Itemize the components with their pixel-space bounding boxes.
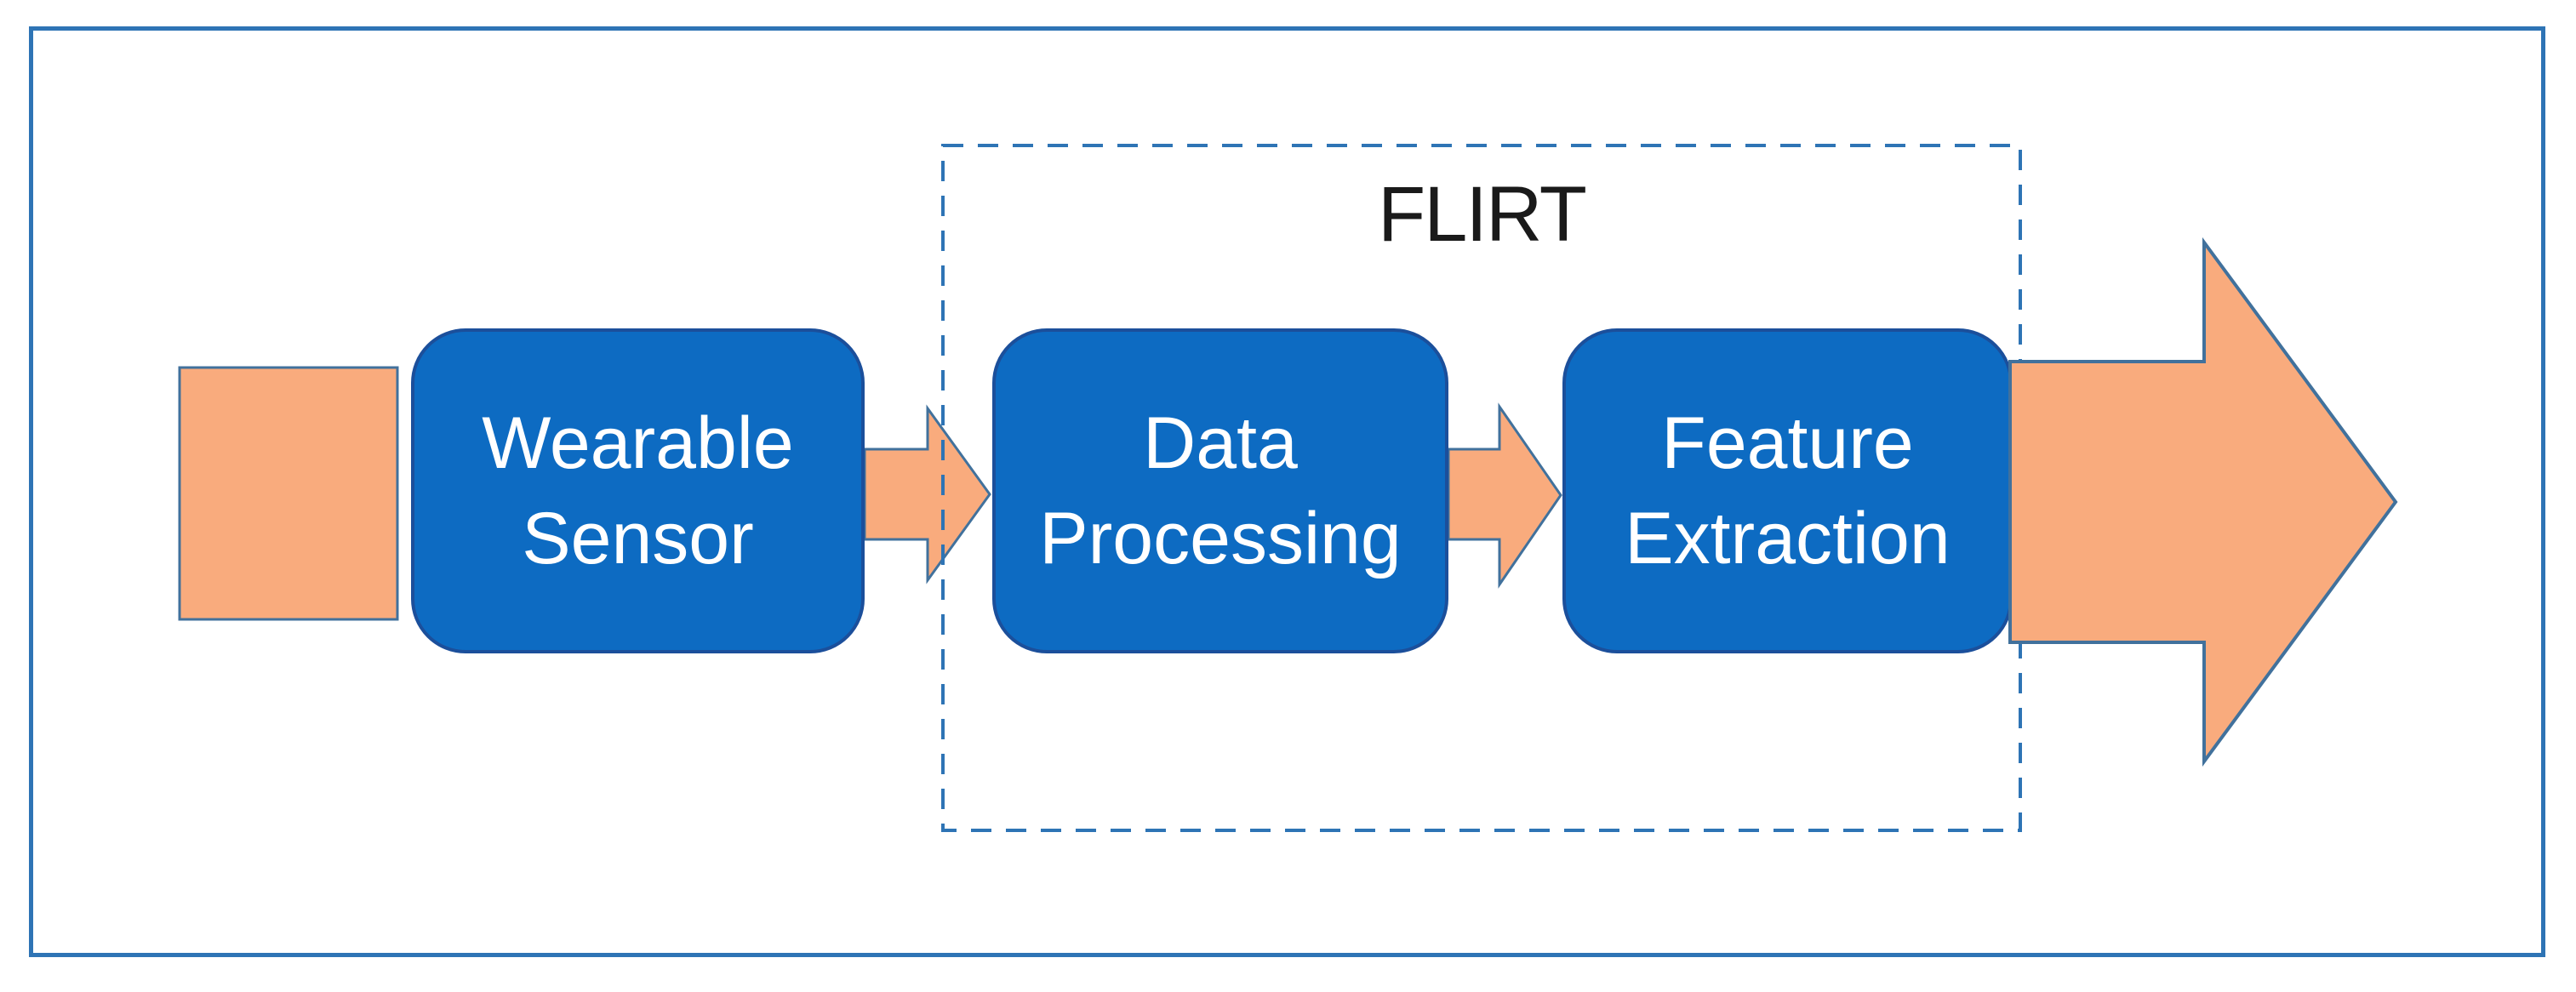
node-data-processing: Data Processing (992, 328, 1448, 653)
node-feature-extraction-label-line2: Extraction (1625, 498, 1951, 579)
node-wearable-sensor-label-line2: Sensor (522, 498, 754, 579)
node-feature-extraction-label-line1: Feature (1661, 402, 1914, 484)
arrow-processing-to-extraction-icon (1447, 402, 1562, 589)
node-wearable-sensor: Wearable Sensor (411, 328, 865, 653)
flirt-label: FLIRT (1378, 171, 1587, 258)
arrow-sensor-to-processing-icon (863, 404, 991, 584)
input-signal-square (178, 366, 399, 621)
node-wearable-sensor-label-line1: Wearable (482, 402, 794, 484)
output-arrow-icon (2008, 237, 2398, 767)
node-data-processing-label-line2: Processing (1039, 498, 1402, 579)
flirt-boundary-box (941, 144, 2022, 832)
figure-frame-border (29, 26, 2545, 957)
node-data-processing-label-line1: Data (1143, 402, 1298, 484)
